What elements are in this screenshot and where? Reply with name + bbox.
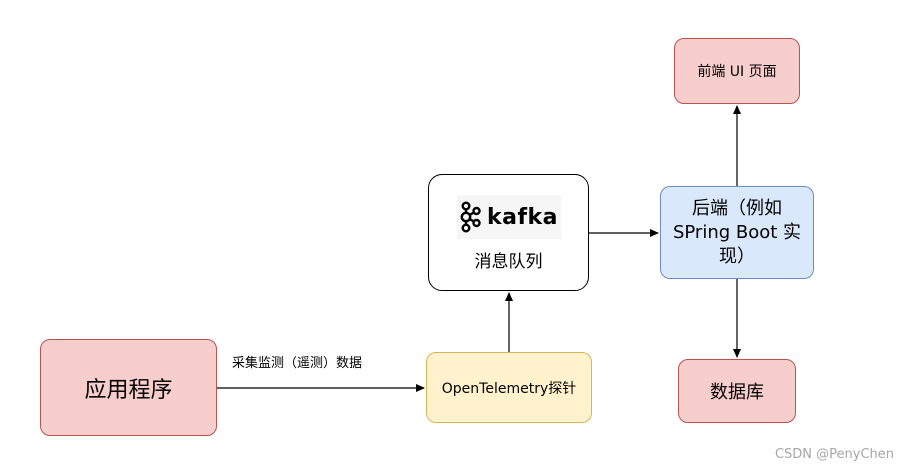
watermark: CSDN @PenyChen (774, 447, 894, 462)
database-label: 数据库 (710, 382, 764, 403)
probe-label: OpenTelemetry探针 (441, 380, 577, 397)
kafka-logo: kafka (456, 195, 561, 239)
edge-label-collect: 采集监测（遥测）数据 (232, 356, 363, 371)
database-node: 数据库 (678, 359, 796, 423)
queue-label: 消息队列 (474, 252, 543, 272)
frontend-node: 前端 UI 页面 (674, 38, 800, 104)
app-node: 应用程序 (40, 339, 217, 436)
backend-label: 后端（例如SPring Boot 实现） (672, 197, 802, 267)
probe-node: OpenTelemetry探针 (426, 352, 592, 423)
frontend-label: 前端 UI 页面 (697, 64, 777, 80)
app-label: 应用程序 (84, 377, 173, 403)
queue-node: kafka 消息队列 (428, 174, 589, 291)
kafka-icon (460, 201, 481, 233)
kafka-wordmark: kafka (486, 204, 559, 230)
backend-node: 后端（例如SPring Boot 实现） (660, 186, 814, 279)
